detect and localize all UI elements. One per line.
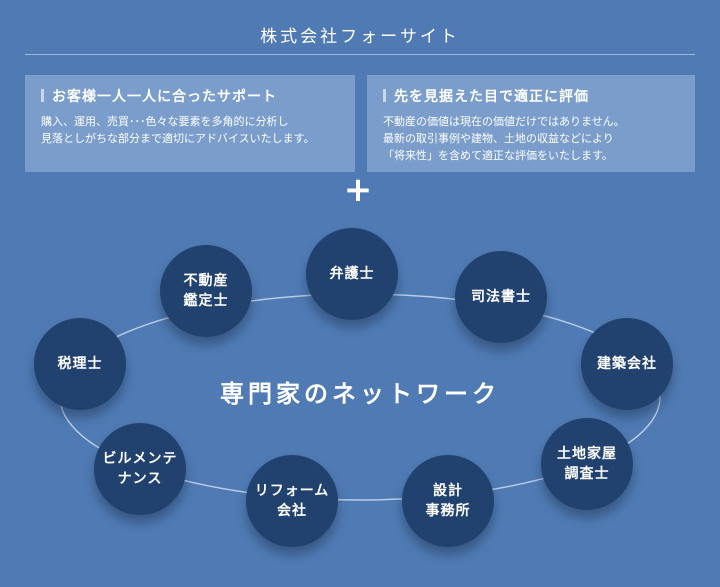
- heading-bar-icon: [383, 89, 386, 102]
- valuation-line: 「将来性」を含めて適正な評価をいたします。: [383, 149, 613, 162]
- valuation-heading: 先を見据えた目で適正に評価: [383, 86, 589, 106]
- node-tax-accountant: 税理士: [34, 318, 126, 410]
- node-construction-company: 建築会社: [581, 318, 673, 410]
- valuation-panel: 先を見据えた目で適正に評価 不動産の価値は現在の価値だけではありません。 最新の…: [367, 75, 695, 172]
- plus-icon: +: [343, 170, 373, 210]
- support-panel: お客様一人一人に合ったサポート 購入、運用、売買･･･色々な要素を多角的に分析し…: [25, 75, 355, 172]
- company-title: 株式会社フォーサイト: [260, 27, 460, 47]
- support-body: 購入、運用、売買･･･色々な要素を多角的に分析し 見落としがちな部分まで適切にア…: [41, 113, 347, 147]
- valuation-heading-text: 先を見据えた目で適正に評価: [394, 89, 589, 105]
- node-building-maintenance: ビルメンテ ナンス: [94, 423, 186, 515]
- node-land-surveyor: 土地家屋 調査士: [541, 418, 633, 510]
- valuation-line: 不動産の価値は現在の価値だけではありません。: [383, 115, 625, 128]
- valuation-body: 不動産の価値は現在の価値だけではありません。 最新の取引事例や建物、土地の収益な…: [383, 113, 687, 164]
- valuation-line: 最新の取引事例や建物、土地の収益などにより: [383, 132, 614, 145]
- support-line: 見落としがちな部分まで適切にアドバイスいたします。: [41, 132, 315, 145]
- support-heading-text: お客様一人一人に合ったサポート: [52, 89, 277, 105]
- title-divider: [25, 54, 695, 55]
- node-judicial-scrivener: 司法書士: [455, 251, 547, 343]
- support-heading: お客様一人一人に合ったサポート: [41, 86, 277, 106]
- node-renovation-company: リフォーム 会社: [246, 455, 338, 547]
- node-lawyer: 弁護士: [306, 228, 398, 320]
- node-design-office: 設計 事務所: [402, 455, 494, 547]
- network-title: 専門家のネットワーク: [220, 380, 500, 408]
- heading-bar-icon: [41, 89, 44, 102]
- support-line: 購入、運用、売買･･･色々な要素を多角的に分析し: [41, 115, 289, 128]
- node-appraiser: 不動産 鑑定士: [160, 245, 252, 337]
